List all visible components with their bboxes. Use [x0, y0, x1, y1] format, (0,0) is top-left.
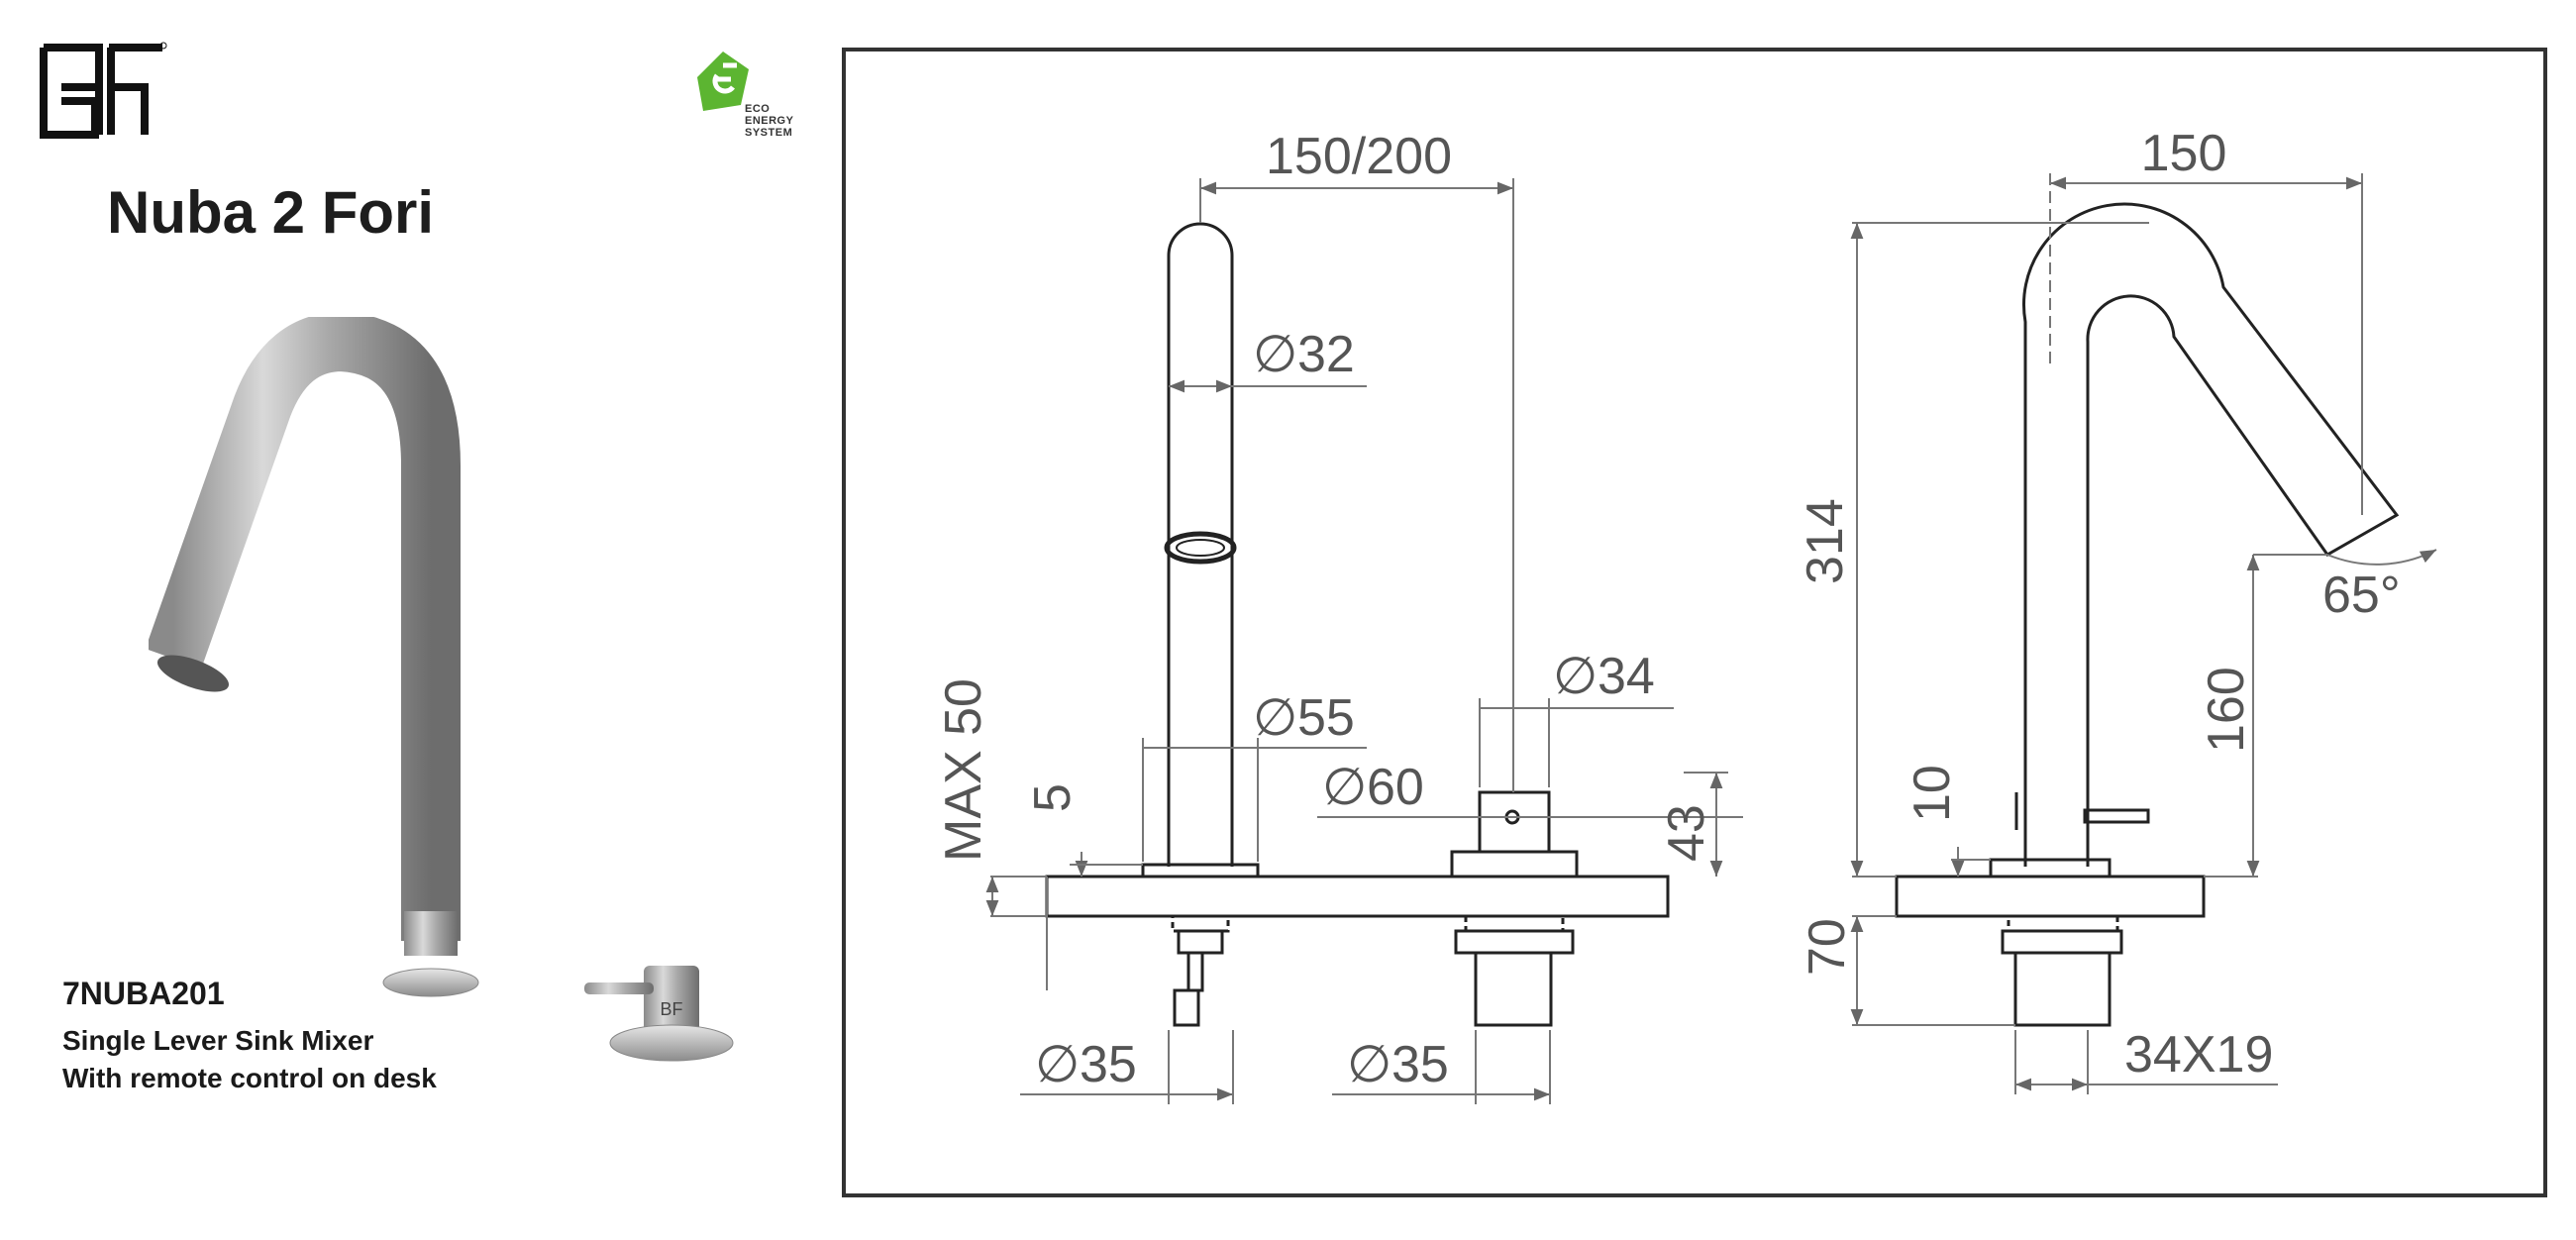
dim-control-shank-symbol: ∅ [1347, 1036, 1391, 1093]
product-description-line-2: With remote control on desk [62, 1063, 437, 1093]
dim-control-height: 43 [1658, 804, 1715, 862]
dim-spout-diameter-symbol: ∅ [1253, 326, 1297, 383]
side-view [1895, 202, 2400, 1027]
drawing-frame [842, 48, 2547, 1197]
eco-word-3: SYSTEM [745, 127, 793, 139]
dim-spout-base-diameter: 55 [1297, 689, 1355, 747]
dim-base-height: 5 [1024, 783, 1082, 812]
svg-text:BF: BF [660, 999, 682, 1019]
product-description-line-1: Single Lever Sink Mixer [62, 1025, 374, 1056]
dim-control-base-diameter-symbol: ∅ [1322, 759, 1367, 816]
dim-below-deck: 70 [1799, 918, 1856, 976]
dim-spout-base-diameter-symbol: ∅ [1253, 689, 1297, 747]
product-photo: BF [149, 317, 734, 1062]
dim-spout-diameter: 32 [1297, 326, 1355, 383]
product-title: Nuba 2 Fori [107, 179, 435, 246]
dim-shank-section: 34X19 [2124, 1026, 2273, 1084]
dim-lever-height: 10 [1904, 765, 1961, 822]
dim-control-diameter-symbol: ∅ [1553, 648, 1597, 705]
dim-outlet-height: 160 [2198, 667, 2255, 753]
dim-spout-shank-symbol: ∅ [1035, 1036, 1080, 1093]
front-view [1045, 222, 1670, 1027]
dim-total-height: 314 [1797, 498, 1854, 584]
dim-spout-shank: 35 [1080, 1036, 1137, 1093]
dimension-lines [985, 173, 2437, 1104]
eco-label: ECO ENERGY SYSTEM [745, 103, 793, 139]
eco-word-2: ENERGY [745, 115, 794, 127]
eco-word-1: ECO [745, 103, 771, 115]
eco-energy-badge: ECO ENERGY SYSTEM [693, 50, 817, 149]
dim-deck-thickness: MAX 50 [935, 678, 992, 862]
brand-logo-icon [40, 42, 167, 139]
eco-leaf-icon [697, 52, 749, 111]
dim-reach: 150 [2141, 125, 2227, 182]
dim-control-base-diameter: 60 [1367, 759, 1424, 816]
dim-control-diameter: 34 [1597, 648, 1655, 705]
product-code: 7NUBA201 [62, 976, 225, 1011]
dim-spacing: 150/200 [1266, 128, 1452, 185]
dim-control-shank: 35 [1391, 1036, 1449, 1093]
dim-outlet-angle: 65° [2322, 567, 2401, 624]
